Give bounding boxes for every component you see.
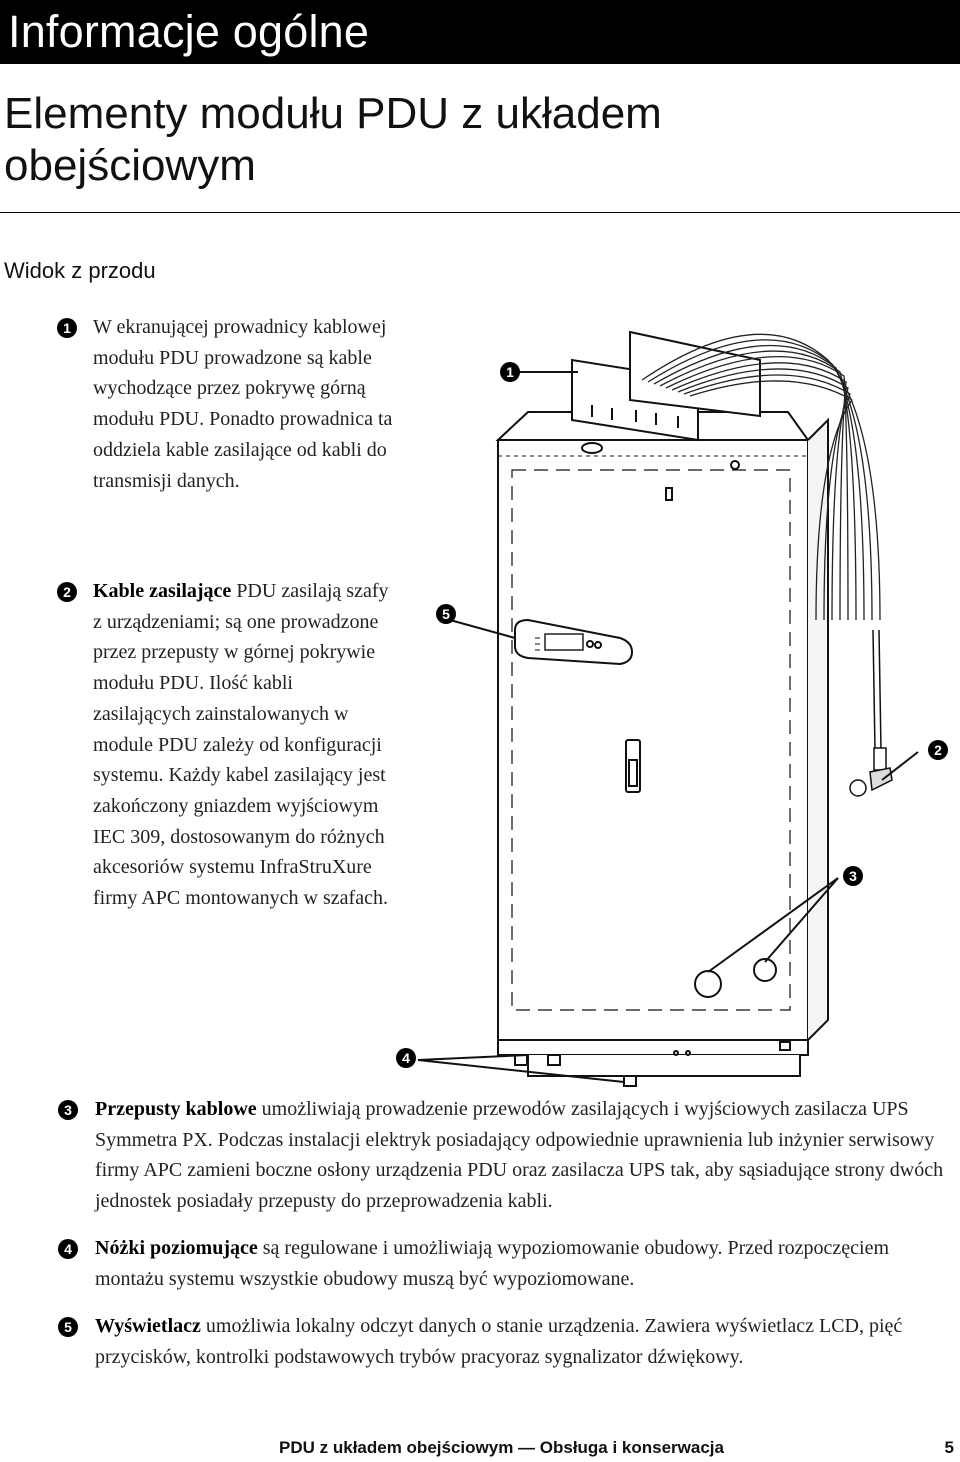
callout-badge-4: 4 [58, 1239, 78, 1259]
figure-callout-1: 1 [500, 362, 520, 382]
section-subheading: Widok z przodu [4, 258, 156, 283]
header-title: Informacje ogólne [8, 6, 370, 57]
heading-rule [0, 212, 960, 213]
item-description-2: Kable zasilające PDU zasilają szafy z ur… [93, 576, 393, 914]
figure-callout-2: 2 [928, 740, 948, 760]
item-body-3: umożliwiają prowadzenie przewodów zasila… [95, 1098, 944, 1213]
page-number: 5 [944, 1438, 954, 1457]
callout-badge-1: 1 [57, 318, 77, 338]
footer-title: PDU z układem obejściowym — Obsługa i ko… [279, 1438, 724, 1457]
item-term-4: Nóżki poziomujące [95, 1237, 258, 1259]
figure-callout-3: 3 [843, 866, 863, 886]
figure-callout-4: 4 [396, 1048, 416, 1068]
item-description-5: Wyświetlacz umożliwia lokalny odczyt dan… [95, 1311, 955, 1372]
figure-callout-5: 5 [436, 604, 456, 624]
item-description-1: W ekranującej prowadnicy kablowej modułu… [93, 312, 393, 496]
item-term-2: Kable zasilające [93, 580, 232, 602]
item-body-4: są regulowane i umożliwiają wypoziomowan… [95, 1237, 890, 1290]
item-body-2: PDU zasilają szafy z urządzeniami; są on… [93, 580, 389, 910]
header-bar: Informacje ogólne [0, 0, 960, 64]
pdu-cabinet-illustration [417, 330, 919, 1087]
callout-badge-5: 5 [58, 1317, 78, 1337]
item-description-3: Przepusty kablowe umożliwiają prowadzeni… [95, 1094, 955, 1217]
callout-badge-2: 2 [57, 582, 77, 602]
page-heading: Elementy modułu PDU z układem obejściowy… [4, 89, 662, 190]
item-term-5: Wyświetlacz [95, 1315, 201, 1337]
page-footer: PDU z układem obejściowym — Obsługa i ko… [0, 1436, 960, 1462]
callout-badge-3: 3 [58, 1100, 78, 1120]
item-term-3: Przepusty kablowe [95, 1098, 257, 1120]
item-body-1: W ekranującej prowadnicy kablowej modułu… [93, 316, 393, 492]
item-body-5: umożliwia lokalny odczyt danych o stanie… [95, 1315, 903, 1368]
item-description-4: Nóżki poziomujące są regulowane i umożli… [95, 1233, 955, 1294]
